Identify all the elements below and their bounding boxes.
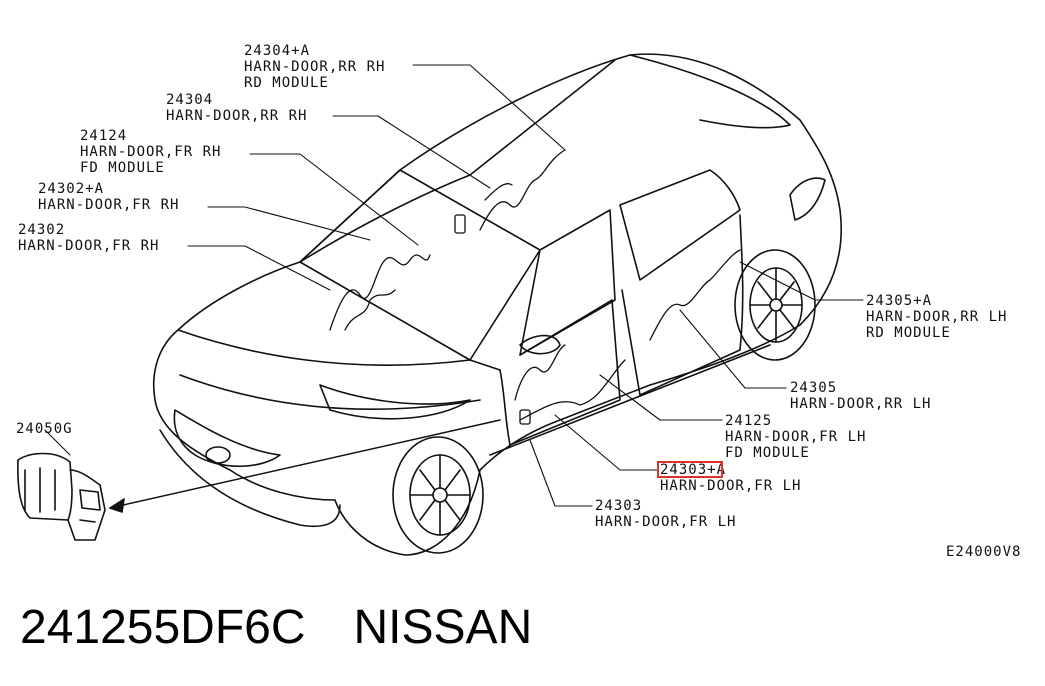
roof-line — [299, 59, 616, 263]
harness-rr-lh — [649, 249, 741, 341]
callout-part-number: 24302 — [18, 222, 66, 238]
selected-part-highlight — [657, 461, 723, 478]
caption-part-number: 241255DF6C — [20, 601, 306, 654]
leader-24305 — [679, 309, 787, 389]
callout-part-number: 24124 — [80, 128, 128, 144]
callout-description: RD MODULE — [866, 325, 951, 341]
roof-rear — [629, 54, 791, 129]
callout-description: FD MODULE — [80, 160, 165, 176]
rear-window — [619, 169, 741, 281]
leader-24303a — [554, 414, 658, 471]
callout-description: HARN-DOOR,FR LH — [595, 514, 737, 530]
harness-rr-rh — [479, 149, 566, 231]
callout-part-number: 24302+A — [38, 181, 105, 197]
callout-24304: 24304 HARN-DOOR,RR RH — [166, 92, 307, 124]
callout-24305: 24305 HARN-DOOR,RR LH — [790, 380, 931, 412]
a-pillar — [469, 359, 501, 371]
harness-fr-lh — [514, 344, 626, 421]
side-mirror — [519, 334, 561, 355]
leader-24050g — [44, 429, 71, 456]
front-wheel-spokes — [409, 454, 471, 536]
diagram-code: E24000V8 — [946, 544, 1021, 560]
leader-24302 — [187, 245, 331, 291]
caption-brand: NISSAN — [353, 601, 533, 654]
front-wheel-tire — [392, 436, 484, 554]
callout-24124: 24124 HARN-DOOR,FR RH FD MODULE — [80, 128, 221, 176]
grommet-part-drawing — [17, 452, 106, 541]
callout-24302: 24302 HARN-DOOR,FR RH — [18, 222, 159, 254]
connector-lh — [519, 409, 531, 425]
harness-fr-rh — [329, 254, 431, 331]
callout-part-number: 24304 — [166, 92, 214, 108]
callout-description: HARN-DOOR,FR RH — [80, 144, 222, 160]
leader-24303 — [529, 439, 593, 507]
callout-part-number: 24305+A — [866, 293, 933, 309]
front-window — [519, 209, 616, 356]
rear-wheel-tire — [734, 249, 816, 361]
callout-24303a: 24303+A HARN-DOOR,FR LH — [660, 462, 801, 494]
hood-crease — [179, 374, 481, 410]
hood — [177, 329, 471, 366]
leader-24124 — [249, 153, 419, 246]
callout-description: HARN-DOOR,RR LH — [790, 396, 932, 412]
callout-description: HARN-DOOR,FR RH — [38, 197, 180, 213]
callout-part-number: 24305 — [790, 380, 838, 396]
callout-description: HARN-DOOR,RR LH — [866, 309, 1008, 325]
leader-24304a — [412, 64, 566, 151]
side-sill — [489, 344, 771, 456]
front-door — [499, 299, 621, 446]
callout-part-number: 24050G — [16, 421, 73, 437]
callout-part-number: 24303+A — [660, 462, 727, 478]
leader-24305a — [739, 261, 864, 301]
callout-description: HARN-DOOR,RR RH — [166, 108, 308, 124]
rear-wheel-hub — [769, 298, 783, 312]
part-caption: 241255DF6C NISSAN — [20, 598, 532, 658]
headlight — [319, 384, 471, 420]
leader-24125 — [599, 374, 723, 421]
callout-24303: 24303 HARN-DOOR,FR LH — [595, 498, 736, 530]
leader-24304 — [332, 115, 491, 189]
callout-description: FD MODULE — [725, 445, 810, 461]
callout-24050g: 24050G — [16, 421, 73, 437]
leader-24302a — [207, 206, 371, 241]
callout-24125: 24125 HARN-DOOR,FR LH FD MODULE — [725, 413, 866, 461]
callout-part-number: 24125 — [725, 413, 773, 429]
callout-description: HARN-DOOR,FR LH — [660, 478, 802, 494]
rear-door — [621, 214, 744, 396]
windshield — [299, 169, 541, 361]
grille — [173, 409, 281, 468]
callout-24302a: 24302+A HARN-DOOR,FR RH — [38, 181, 179, 213]
badge — [205, 446, 231, 464]
callout-24305a: 24305+A HARN-DOOR,RR LH RD MODULE — [866, 293, 1007, 341]
connector-arrow-line — [109, 419, 501, 509]
rear-wheel-spokes — [749, 267, 803, 343]
callout-description: HARN-DOOR,FR RH — [18, 238, 160, 254]
front-bumper — [159, 429, 341, 527]
connector-rh — [454, 214, 466, 234]
callout-description: HARN-DOOR,FR LH — [725, 429, 867, 445]
callout-24304a: 24304+A HARN-DOOR,RR RH RD MODULE — [244, 43, 385, 91]
callout-description: RD MODULE — [244, 75, 329, 91]
callout-part-number: 24303 — [595, 498, 643, 514]
car-body-outline — [153, 53, 843, 556]
diagram-code-text: E24000V8 — [946, 544, 1022, 560]
taillight — [789, 177, 826, 221]
callout-part-number: 24304+A — [244, 43, 311, 59]
callout-description: HARN-DOOR,RR RH — [244, 59, 386, 75]
connector-arrow-head — [109, 498, 125, 513]
